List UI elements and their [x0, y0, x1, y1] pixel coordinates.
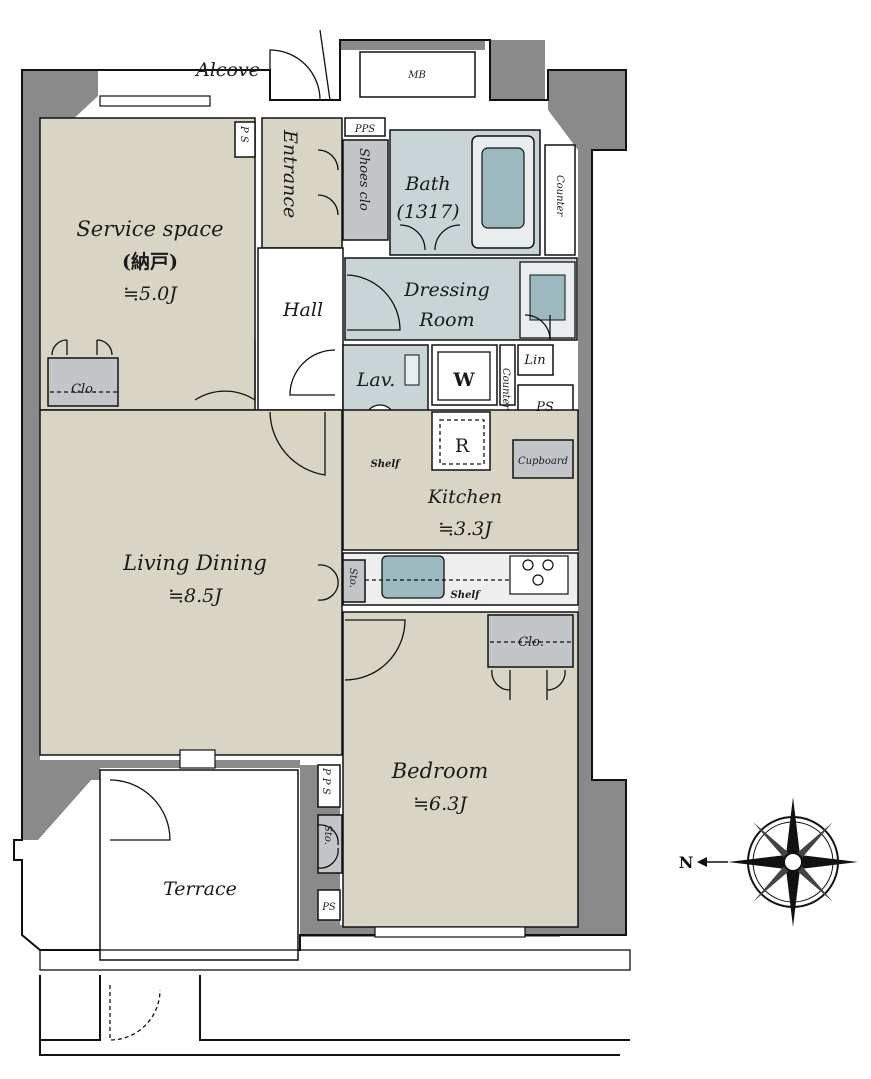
ps-top-box: [234, 121, 256, 158]
dressing-door: [346, 274, 401, 331]
burner-icon: [522, 559, 554, 586]
ps-right-label: PS: [535, 400, 554, 415]
bath-door-b: [434, 224, 461, 251]
bathtub-basin: [481, 147, 525, 229]
entrance-floor: [261, 117, 343, 249]
bath-door-a: [399, 224, 426, 251]
fridge-outline: [439, 419, 485, 465]
fridge-label: R: [455, 435, 470, 457]
bath-label: Bath: [404, 173, 450, 195]
balcony-outline: [39, 975, 620, 1056]
storage-bedroom-label: Sto.: [322, 825, 333, 845]
washer-label: W: [452, 369, 475, 391]
terrace: [99, 769, 299, 961]
service-space-area: ≒5.0J: [123, 283, 178, 305]
entrance-door: [269, 49, 321, 101]
counter-side-label: Counter: [500, 368, 511, 410]
linen-door: [524, 314, 551, 341]
lav-tank: [404, 354, 420, 386]
right-wall: [548, 70, 626, 935]
linen-label: Lin: [523, 353, 545, 368]
counter-top-label: Counter: [554, 175, 565, 217]
service-space-label: Service space: [76, 217, 223, 241]
window-top: [99, 95, 211, 107]
mb-top-wall: [340, 40, 485, 50]
living-dining: [39, 409, 343, 756]
shelf-kitchen-label: Shelf: [451, 590, 482, 601]
storage-kitchen: [342, 559, 366, 603]
bedroom-door: [344, 619, 406, 681]
closet-service: [47, 357, 119, 407]
bedroom-label: Bedroom: [391, 759, 489, 783]
alcove-label: Alcove: [194, 59, 260, 81]
closet-bedroom-label: Clo.: [518, 635, 544, 650]
ps-top-label: P S: [238, 125, 249, 143]
service-door: [194, 340, 256, 402]
lav-shelf-label: Shelf: [371, 459, 402, 470]
closet-service-label: Clo.: [71, 382, 97, 397]
kitchen-label: Kitchen: [427, 486, 502, 508]
outline: [13, 39, 627, 951]
living-door: [269, 411, 326, 476]
window-terrace: [179, 749, 216, 769]
left-wall: [22, 70, 100, 840]
closet-bedroom: [487, 614, 574, 668]
bath-counter: [544, 144, 576, 256]
counter-side: [499, 344, 516, 406]
entrance-label: Entrance: [279, 129, 301, 218]
north-label: N: [679, 853, 694, 872]
kitchen-sink: [381, 555, 445, 599]
compass-rose-icon: [697, 797, 858, 927]
window-bottom: [374, 926, 526, 938]
service-closet-doors: [51, 339, 113, 356]
bedroom-area: ≒6.3J: [413, 793, 468, 815]
sink-basin: [529, 274, 566, 321]
balcony-rail: [39, 949, 631, 971]
ps-bedroom-label: PS: [321, 902, 336, 913]
pps-top-label: PPS: [354, 124, 375, 135]
linen-closet: [517, 344, 554, 376]
ps-bedroom-box: [317, 889, 341, 921]
left-lower-wall: [22, 770, 100, 840]
cupboard-label: Cupboard: [518, 456, 568, 467]
entrance-door-leaf: [319, 29, 331, 101]
storage-kitchen-label: Sto.: [347, 568, 358, 588]
balcony-left: [40, 975, 101, 1041]
pps-bedroom-box: [317, 764, 341, 808]
pps-bedroom-label: P P S: [320, 767, 331, 795]
balcony-inner: [199, 975, 630, 1041]
fridge-space: [431, 411, 491, 471]
bedroom-closet-doors: [491, 669, 566, 700]
shoes-closet-label: Shoes clo: [356, 148, 371, 211]
pps-top-box: [344, 117, 386, 137]
dressing-label-2: Room: [418, 309, 474, 331]
terrace-label: Terrace: [163, 878, 237, 900]
mb-label: MB: [407, 70, 426, 81]
balcony-door: [109, 985, 161, 1041]
mb-box: [359, 51, 476, 98]
doors: [109, 29, 551, 1041]
terrace-door: [109, 779, 171, 841]
kitchen-area: ≒3.3J: [438, 518, 493, 540]
shoes-closet-doors: [317, 149, 339, 216]
bath-size: (1317): [396, 201, 459, 223]
shoes-closet: [342, 139, 389, 241]
cupboard: [512, 439, 574, 479]
service-space-jp: (納戸): [122, 250, 178, 273]
kitchen-storage-doors: [317, 564, 339, 601]
top-right-pillar: [490, 40, 545, 100]
washer: [437, 351, 491, 401]
dressing-label-1: Dressing: [403, 279, 490, 301]
hall-label: Hall: [282, 299, 323, 321]
closet-doors: [51, 149, 566, 869]
living-dining-label: Living Dining: [122, 551, 267, 575]
bedroom-storage-doors: [317, 824, 339, 869]
lav-label: Lav.: [356, 369, 395, 391]
living-dining-area: ≒8.5J: [168, 585, 223, 607]
lav-door: [289, 349, 336, 396]
hall-floor: [257, 247, 344, 411]
